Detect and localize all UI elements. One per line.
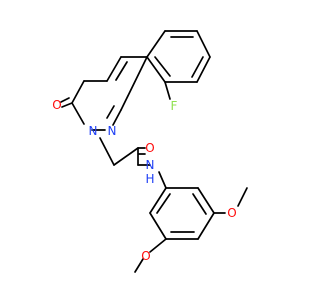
amide-oxygen-label: O [145,141,154,155]
bond [197,212,215,240]
bond [192,193,207,215]
bond [106,105,115,119]
para-methoxy-oxygen-label: O [227,206,236,220]
ring-n2-label: N [89,124,98,138]
bond [156,193,171,214]
bond-layer [60,30,248,273]
molecule-structure-diagram: N N O O N H F O O [52,30,248,273]
bond [120,56,148,111]
bond [71,80,85,104]
bond [154,56,171,77]
carbonyl-oxygen-label: O [52,98,61,112]
bond [99,137,115,166]
bond [61,102,73,108]
amide-hydrogen-label: H [145,172,154,186]
bond [149,238,167,253]
bond [158,171,167,189]
bond [164,81,171,100]
bond [113,147,139,166]
bond [196,56,211,83]
bond [197,187,215,214]
bond [106,56,122,82]
bond [196,30,211,58]
ring-n1-label: N [108,124,117,138]
bond [149,187,167,214]
bond [146,30,166,58]
molecule-svg: N N O O N H F O O [52,30,248,273]
bond [60,97,70,103]
bond [146,56,166,83]
bond [112,109,122,126]
bond [191,56,204,78]
bond [71,102,85,125]
fluorine-label: F [171,99,178,113]
bond [149,212,167,240]
amide-nitrogen-label: N [146,158,155,172]
bond [237,187,248,207]
atom-label-layer: N N O O N H F O O [52,98,236,263]
bond [115,61,128,81]
ortho-methoxy-oxygen-label: O [141,249,150,263]
bond [134,258,144,273]
